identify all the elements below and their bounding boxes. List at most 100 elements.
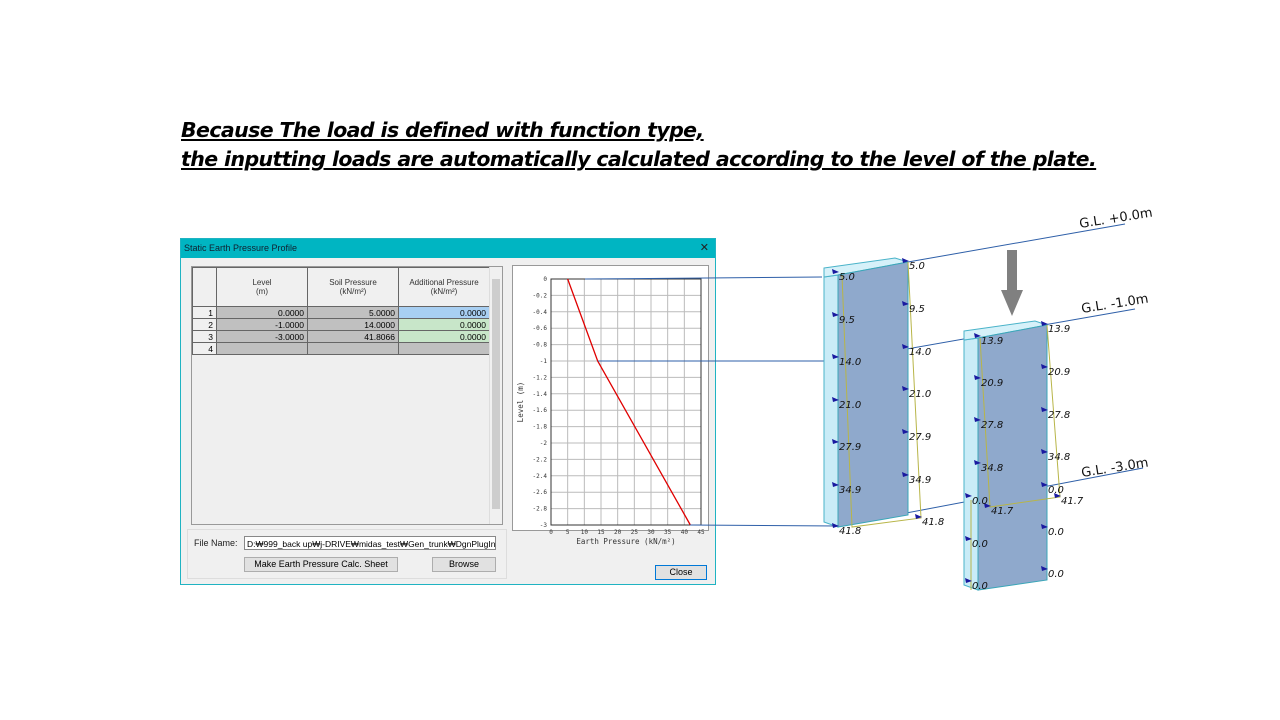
connector-line-3 [689, 524, 839, 527]
load-arrow-icon [984, 503, 991, 508]
load-arrow-icon [1041, 482, 1048, 487]
wall2-right-value: 27.8 [1048, 410, 1070, 421]
level-cell[interactable] [216, 342, 308, 355]
caption: Because The load is defined with functio… [181, 116, 1097, 174]
load-arrow-icon [974, 460, 981, 465]
x-axis-label: Earth Pressure (kN/m²) [576, 537, 675, 546]
caption-line-2: the inputting loads are automatically ca… [181, 147, 1097, 171]
wall2-left-value: 13.9 [981, 336, 1003, 347]
scrollbar-thumb[interactable] [492, 279, 500, 509]
wall2-right-value: 41.7 [1061, 496, 1084, 507]
y-tick-label: -2.8 [533, 506, 548, 513]
wall1-right-value: 21.0 [909, 389, 931, 400]
load-arrow-icon [1041, 407, 1048, 412]
col-header-level: Level(m) [216, 267, 308, 307]
y-axis-label: Level (m) [516, 382, 525, 423]
load-arrow-icon [965, 536, 972, 541]
load-arrow-icon [902, 258, 909, 263]
y-tick-label: -0.6 [533, 325, 548, 332]
connector-line-0 [584, 276, 823, 280]
load-arrow-icon [902, 429, 909, 434]
dialog-title: Static Earth Pressure Profile [184, 243, 298, 253]
caption-line-1: Because The load is defined with functio… [181, 118, 704, 142]
wall-1 [823, 257, 922, 528]
load-arrow-icon [965, 578, 972, 583]
load-arrow-icon [832, 482, 839, 487]
y-tick-label: -2.2 [533, 456, 548, 463]
load-arrow-icon [974, 333, 981, 338]
wall2-left-value: 20.9 [981, 378, 1003, 389]
series-line [567, 278, 691, 526]
wall2-right-value: 34.8 [1048, 452, 1070, 463]
additional-cell[interactable] [398, 342, 490, 355]
x-tick-label: 45 [697, 529, 705, 536]
soil-cell[interactable] [307, 342, 399, 355]
file-group: File Name: D:₩999_back up₩j-DRIVE₩midas_… [187, 529, 507, 579]
make-calc-sheet-button[interactable]: Make Earth Pressure Calc. Sheet [244, 557, 398, 572]
wall1-right-value: 5.0 [909, 261, 925, 272]
wall1-left-value: 41.8 [839, 526, 861, 537]
load-arrow-icon [832, 269, 839, 274]
load-arrow-icon [902, 472, 909, 477]
y-tick-label: -1.2 [533, 374, 548, 381]
corner-cell [192, 267, 217, 307]
wall1-left-value: 21.0 [839, 400, 861, 411]
dialog-titlebar: Static Earth Pressure Profile ✕ [181, 239, 715, 258]
soil-cell[interactable]: 41.8066 [307, 330, 399, 343]
load-arrow-icon [902, 301, 909, 306]
y-tick-label: -1.8 [533, 424, 548, 431]
x-tick-label: 10 [581, 529, 589, 536]
x-tick-label: 15 [597, 529, 605, 536]
wall2-left-value: 34.8 [981, 463, 1003, 474]
table-scrollbar[interactable] [489, 267, 502, 524]
level-cell[interactable]: 0.0000 [216, 306, 308, 319]
x-tick-label: 20 [614, 529, 622, 536]
x-tick-label: 25 [631, 529, 639, 536]
load-arrow-icon [1041, 524, 1048, 529]
close-button[interactable]: Close [655, 565, 707, 580]
level-cell[interactable]: -1.0000 [216, 318, 308, 331]
table-row: 4 [192, 342, 490, 355]
load-arrow-icon [1041, 321, 1048, 326]
close-icon[interactable]: ✕ [699, 242, 709, 254]
load-arrow-icon [902, 344, 909, 349]
y-tick-label: -0.2 [533, 292, 548, 299]
y-tick-label: -3 [540, 522, 548, 529]
level-cell[interactable]: -3.0000 [216, 330, 308, 343]
wall2-right-value: 0.0 [1048, 569, 1064, 580]
additional-cell[interactable]: 0.0000 [398, 330, 490, 343]
browse-button[interactable]: Browse [432, 557, 496, 572]
additional-cell[interactable]: 0.0000 [398, 318, 490, 331]
load-arrow-icon [1041, 364, 1048, 369]
x-tick-label: 40 [681, 529, 689, 536]
load-arrow-icon [1041, 449, 1048, 454]
gl3-label: G.L. -3.0m [1080, 456, 1149, 481]
load-arrow-icon [974, 375, 981, 380]
load-arrow-icon [832, 397, 839, 402]
load-arrow-icon [832, 523, 839, 528]
gl0-label: G.L. +0.0m [1078, 206, 1153, 232]
load-arrow-icon [832, 439, 839, 444]
y-tick-label: -1.4 [533, 391, 548, 398]
y-tick-label: -1 [540, 358, 548, 365]
additional-cell[interactable]: 0.0000 [398, 306, 490, 319]
wall2-left-value: 41.7 [991, 506, 1014, 517]
wall1-left-value: 34.9 [839, 485, 861, 496]
wall2-right-value: 0.0 [1048, 485, 1064, 496]
down-arrow-icon [1001, 250, 1023, 316]
wall1-left-value: 27.9 [839, 442, 861, 453]
wall2-left-value: 27.8 [981, 420, 1003, 431]
wall2-left-value: 0.0 [972, 496, 988, 507]
wall-2 [963, 320, 1061, 591]
plot-area [550, 278, 702, 526]
y-tick-label: -1.6 [533, 407, 548, 414]
gl1-label: G.L. -1.0m [1080, 292, 1149, 317]
soil-cell[interactable]: 5.0000 [307, 306, 399, 319]
load-arrow-icon [974, 417, 981, 422]
soil-cell[interactable]: 14.0000 [307, 318, 399, 331]
x-tick-label: 0 [549, 529, 553, 536]
file-name-input[interactable]: D:₩999_back up₩j-DRIVE₩midas_test₩Gen_tr… [244, 536, 496, 550]
